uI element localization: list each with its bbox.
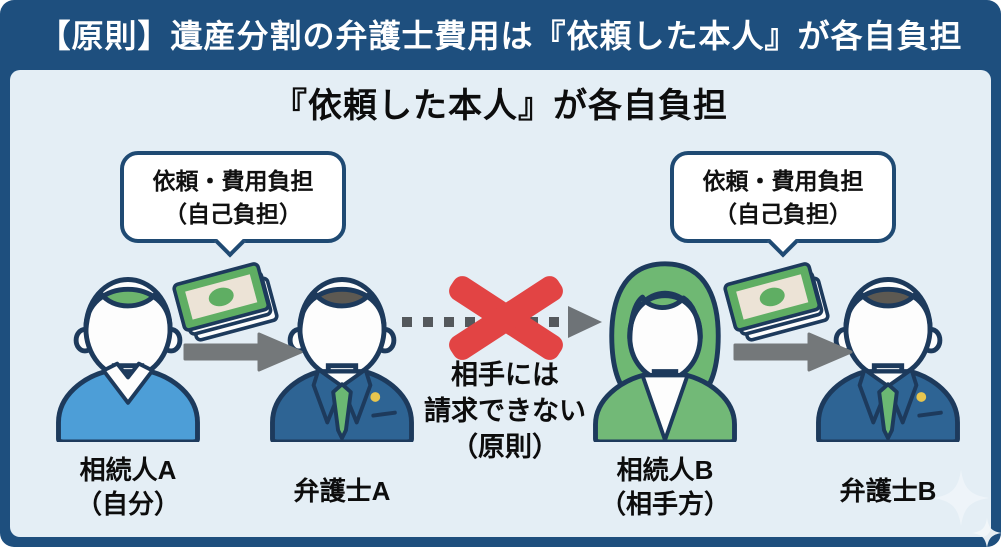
bubble-right-tail <box>767 226 799 258</box>
label-lawyer-b: 弁護士B <box>788 474 988 508</box>
speech-bubble-right: 依頼・費用負担 （自己負担） <box>670 151 896 258</box>
no-claim-line1: 相手には <box>451 360 559 390</box>
label-heir-b-sub: （相手方） <box>599 489 730 519</box>
money-stack-icon <box>720 251 836 350</box>
speech-bubble-left: 依頼・費用負担 （自己負担） <box>120 151 346 258</box>
person-heir-a-icon <box>43 256 213 445</box>
bubble-left-line1: 依頼・費用負担 <box>152 168 314 194</box>
cross-icon <box>440 262 572 374</box>
no-claim-text: 相手には 請求できない （原則） <box>385 357 625 465</box>
lawyer-badge-icon <box>370 392 381 402</box>
label-heir-b: 相続人B （相手方） <box>565 453 765 521</box>
label-heir-a-sub: （自分） <box>75 489 180 519</box>
bubble-left-line2: （自己負担） <box>164 201 302 227</box>
bubble-right-line2: （自己負担） <box>714 201 852 227</box>
lawyer-icon <box>270 277 414 445</box>
male-heir-icon <box>56 277 200 445</box>
lawyer-icon <box>816 277 960 445</box>
no-claim-line2: 請求できない <box>424 396 586 426</box>
header-title: 【原則】遺産分割の弁護士費用は『依頼した本人』が各自負担 <box>38 18 963 54</box>
label-heir-a-name: 相続人A <box>79 455 177 485</box>
no-claim-line3: （原則） <box>451 432 559 462</box>
label-lawyer-a-name: 弁護士A <box>293 476 391 506</box>
label-lawyer-a: 弁護士A <box>242 474 442 508</box>
female-heir-icon <box>593 261 737 445</box>
person-lawyer-a-icon <box>257 256 427 445</box>
money-stack-icon <box>169 251 285 350</box>
dashed-arrow-icon <box>398 300 608 344</box>
person-lawyer-b-icon <box>803 256 973 445</box>
arrow-right-icon <box>183 332 303 372</box>
person-heir-b-icon <box>580 256 750 445</box>
arrow-right-icon <box>733 332 853 372</box>
lawyer-badge-icon <box>916 392 927 402</box>
bubble-right-line1: 依頼・費用負担 <box>702 168 864 194</box>
diagram-area: 『依頼した本人』が各自負担 依頼・費用負担 （自己負担） 依頼・費用負担 （自己… <box>10 70 991 537</box>
diagram-title: 『依頼した本人』が各自負担 <box>273 87 728 125</box>
label-lawyer-b-name: 弁護士B <box>839 476 937 506</box>
bubble-left-tail <box>214 226 246 258</box>
label-heir-b-name: 相続人B <box>616 455 714 485</box>
label-heir-a: 相続人A （自分） <box>28 453 228 521</box>
